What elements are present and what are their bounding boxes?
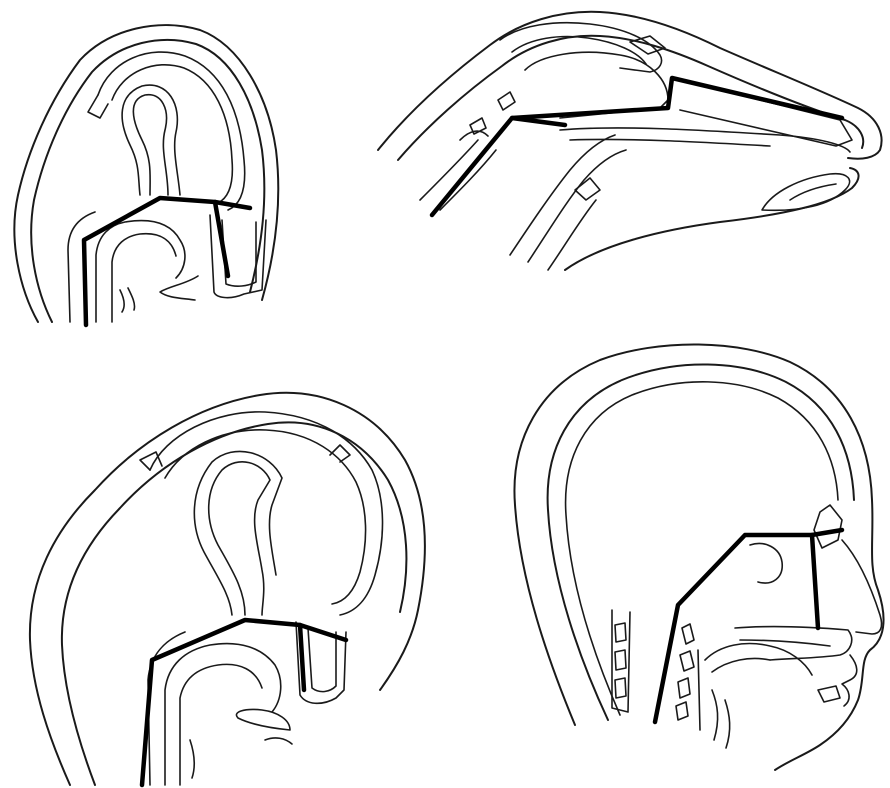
- panel-animal-adult: [378, 12, 882, 270]
- embryo-early-outline: [14, 25, 278, 322]
- animal-axis-line: [432, 78, 842, 215]
- embryo-late-axis-front: [300, 625, 346, 640]
- embryo-early-axis-line: [84, 198, 228, 325]
- animal-axis-palate: [512, 118, 565, 125]
- panel-human-adult: [514, 344, 883, 770]
- human-axis-front: [812, 530, 842, 535]
- embryo-late-outline: [30, 393, 425, 785]
- embryo-early-axis-front: [215, 202, 250, 208]
- embryo-early-brain: [88, 52, 245, 210]
- embryo-late-axis-line: [142, 620, 304, 785]
- embryo-early-pharynx: [68, 212, 266, 322]
- animal-snout: [560, 80, 852, 210]
- animal-outline: [378, 12, 882, 270]
- animal-throat: [420, 135, 626, 270]
- panel-embryo-early: [14, 25, 278, 325]
- embryo-late-pharynx: [148, 622, 346, 785]
- embryo-late-brain: [140, 412, 383, 615]
- panel-embryo-late: [30, 393, 425, 785]
